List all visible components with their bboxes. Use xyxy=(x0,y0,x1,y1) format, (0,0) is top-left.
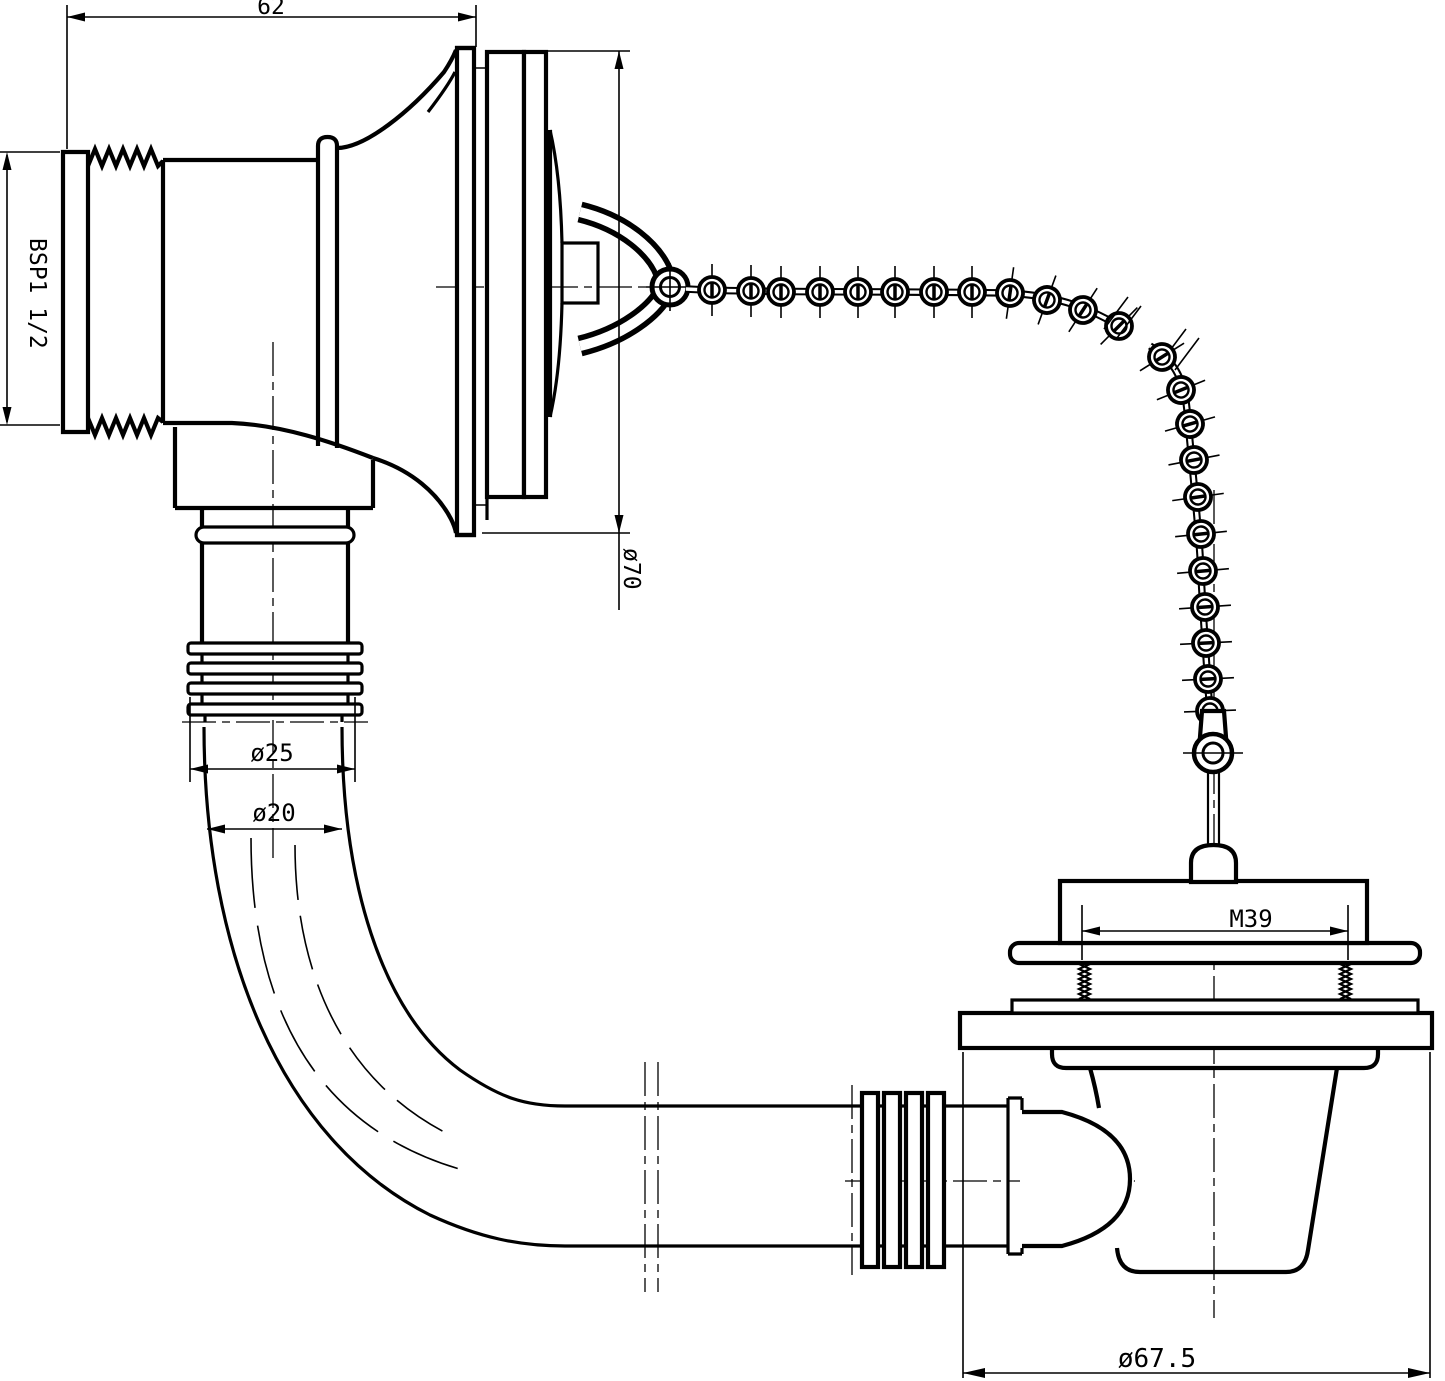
overflow-hose-bend xyxy=(202,726,1008,1248)
overflow-faceplate xyxy=(454,45,549,538)
chain-break-marks xyxy=(1103,296,1200,371)
dim-waste-flange-diameter: ø67.5 xyxy=(962,1052,1431,1378)
dim-face-diameter: ø70 xyxy=(482,50,644,610)
dim-overflow-thread: BSP1 1/2 xyxy=(0,151,60,426)
plug-bead-chain xyxy=(685,262,1243,846)
dim-waste-thread-label: M39 xyxy=(1229,905,1272,933)
dim-waste-flange-label: ø67.5 xyxy=(1118,1344,1196,1374)
waste-outlet-assembly xyxy=(957,842,1435,1275)
overflow-outlet-pipe xyxy=(182,508,368,723)
overflow-elbow-body xyxy=(60,49,459,534)
dim-outlet-inner-diameter: ø20 xyxy=(207,799,342,834)
dim-outlet-outer-label: ø25 xyxy=(250,739,293,767)
dim-outlet-inner-label: ø20 xyxy=(252,799,295,827)
dim-waste-thread: M39 xyxy=(1081,905,1349,960)
dim-outlet-outer-diameter: ø25 xyxy=(189,697,356,782)
dim-overflow-thread-label: BSP1 1/2 xyxy=(24,238,50,349)
overflow-plug-stopper xyxy=(547,129,694,418)
dim-overflow-width: 62 xyxy=(66,0,477,149)
hose-ribbed-connector xyxy=(859,1090,1024,1270)
chain-eyelet xyxy=(1183,708,1243,775)
dim-face-diameter-label: ø70 xyxy=(618,548,644,590)
plug-stem xyxy=(1206,772,1221,846)
dim-overflow-width-label: 62 xyxy=(257,0,285,20)
